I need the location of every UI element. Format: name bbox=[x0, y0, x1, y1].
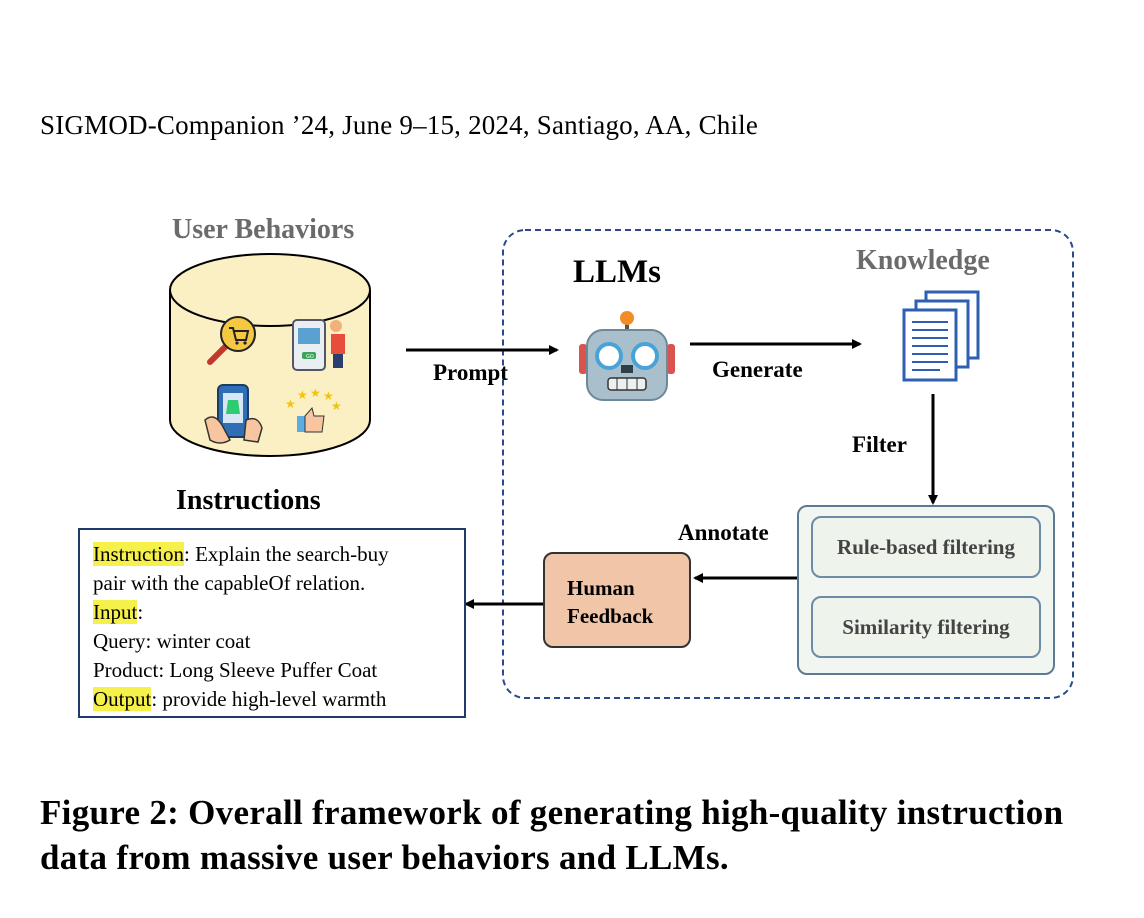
input-colon: : bbox=[137, 600, 144, 624]
output-text: : provide high-level warmth bbox=[151, 687, 387, 711]
svg-text:★: ★ bbox=[331, 399, 342, 413]
instruction-line: Instruction: Explain the search-buy bbox=[93, 540, 464, 569]
human-feedback-line2: Feedback bbox=[567, 604, 654, 628]
search-cart-icon bbox=[207, 316, 256, 365]
annotate-label: Annotate bbox=[678, 520, 769, 545]
rating-stars-icon: ★ ★ ★ ★ ★ bbox=[285, 386, 342, 433]
query-line: Query: winter coat bbox=[93, 629, 251, 653]
output-key: Output bbox=[93, 687, 152, 711]
knowledge-title: Knowledge bbox=[856, 245, 990, 276]
user-behaviors-title: User Behaviors bbox=[172, 214, 355, 245]
instruction-line-2: pair with the capableOf relation. bbox=[93, 571, 366, 595]
input-line: Input: bbox=[93, 598, 464, 627]
product-line: Product: Long Sleeve Puffer Coat bbox=[93, 658, 378, 682]
pipeline-dashed-container bbox=[502, 229, 1074, 699]
hand-phone-icon bbox=[204, 384, 263, 444]
instruction-text: : Explain the search-buy bbox=[183, 542, 389, 566]
phone-shopping-icon bbox=[292, 319, 345, 371]
similarity-filtering: Similarity filtering bbox=[811, 596, 1041, 658]
llms-title: LLMs bbox=[573, 254, 662, 290]
instruction-key: Instruction bbox=[93, 542, 184, 566]
page-header: SIGMOD-Companion ’24, June 9–15, 2024, S… bbox=[40, 110, 759, 140]
go-badge-text: GO bbox=[306, 354, 314, 360]
generate-label: Generate bbox=[712, 357, 803, 382]
human-feedback-box: Human Feedback bbox=[543, 552, 691, 648]
instructions-title: Instructions bbox=[176, 485, 321, 516]
output-line: Output: provide high-level warmth bbox=[93, 685, 464, 714]
documents-icon bbox=[902, 290, 980, 382]
svg-text:★: ★ bbox=[323, 389, 334, 403]
rule-based-filtering: Rule-based filtering bbox=[811, 516, 1041, 578]
filter-label: Filter bbox=[852, 432, 907, 457]
figure-caption: Figure 2: Overall framework of generatin… bbox=[40, 793, 1064, 877]
svg-text:★: ★ bbox=[310, 386, 321, 400]
prompt-label: Prompt bbox=[433, 360, 508, 385]
input-key: Input bbox=[93, 600, 138, 624]
filtering-group: Rule-based filtering Similarity filterin… bbox=[797, 505, 1055, 675]
human-feedback-line1: Human bbox=[567, 576, 635, 600]
svg-text:★: ★ bbox=[297, 388, 308, 402]
robot-icon bbox=[579, 311, 675, 401]
instruction-example-box: Instruction: Explain the search-buy pair… bbox=[78, 528, 466, 718]
svg-text:★: ★ bbox=[285, 397, 296, 411]
